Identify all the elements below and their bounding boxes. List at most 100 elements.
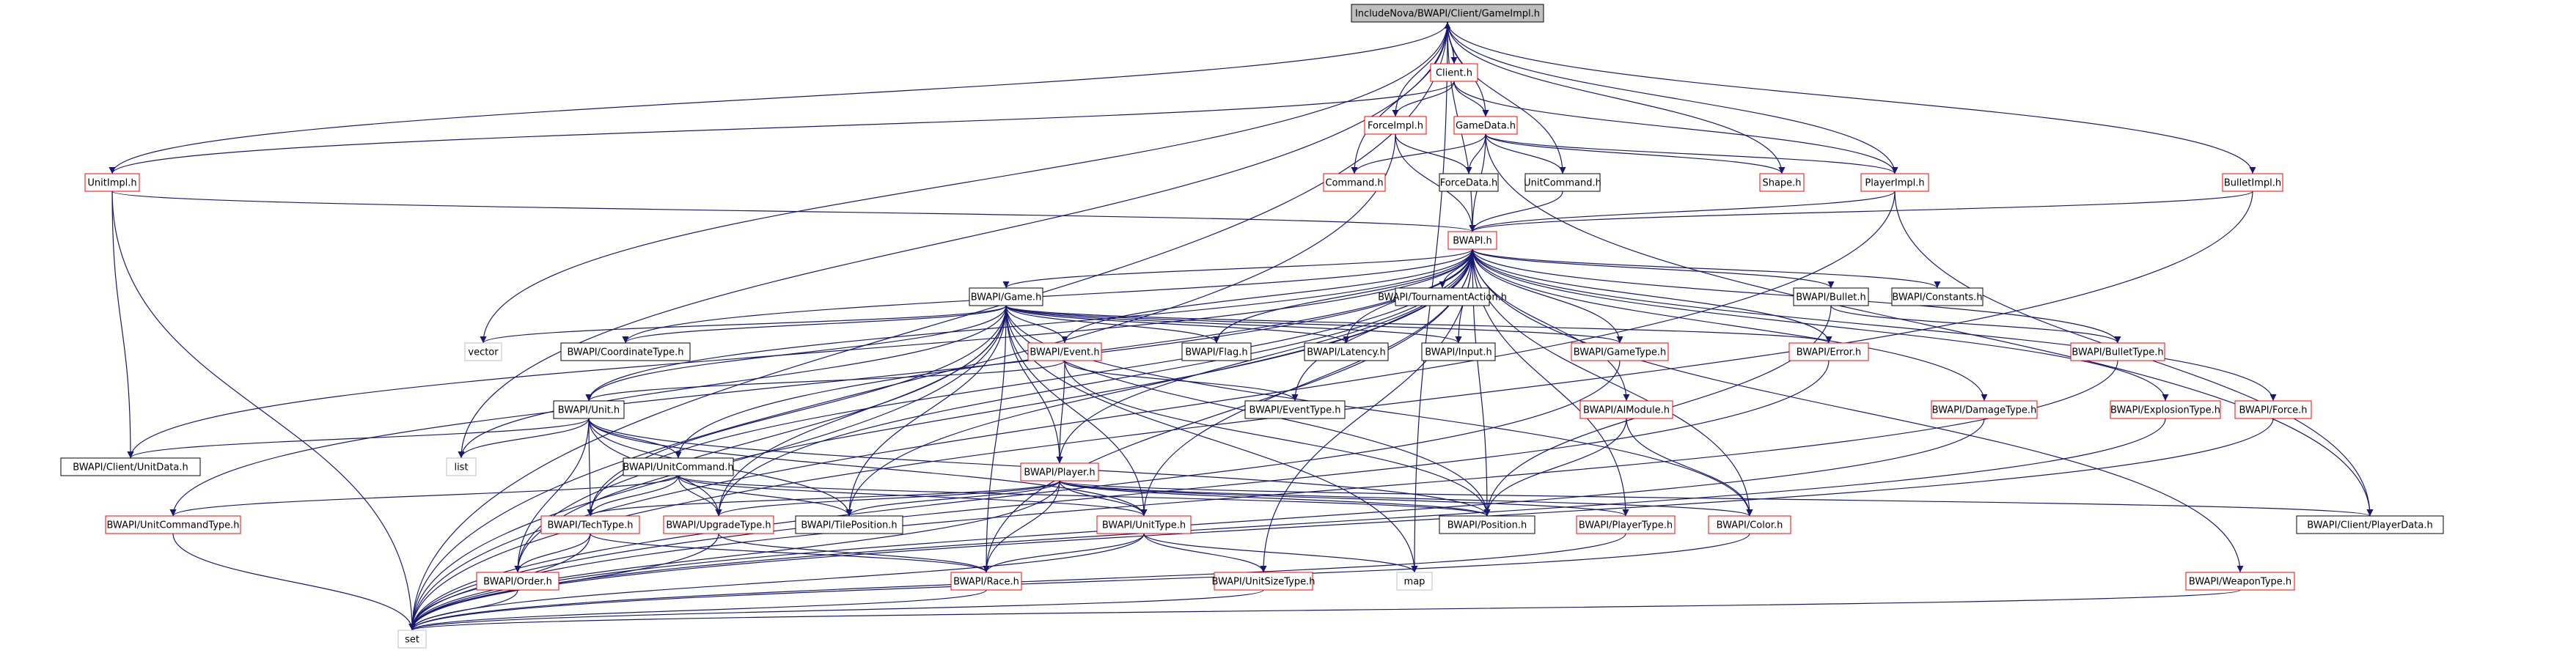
node-bulletimpl[interactable]: BulletImpl.h [2222, 173, 2283, 192]
node-bullettype[interactable]: BWAPI/BulletType.h [2070, 342, 2165, 361]
node-gametype[interactable]: BWAPI/GameType.h [1571, 342, 1669, 361]
edge-color-to-set [408, 533, 1750, 631]
node-unitcommand[interactable]: UnitCommand.h [1524, 173, 1601, 192]
node-unittype[interactable]: BWAPI/UnitType.h [1096, 515, 1192, 534]
node-event[interactable]: BWAPI/Event.h [1027, 342, 1102, 361]
edge-forceimpl-to-bwapi [1395, 133, 1476, 232]
node-client[interactable]: Client.h [1430, 63, 1478, 82]
node-explosiontype[interactable]: BWAPI/ExplosionType.h [2110, 400, 2221, 419]
node-unitimpl-label: UnitImpl.h [87, 178, 136, 189]
node-vector[interactable]: vector [464, 342, 502, 361]
node-bwapi-label: BWAPI.h [1453, 236, 1492, 247]
node-unitsizetype-box [1214, 572, 1313, 591]
node-clientplayerdata[interactable]: BWAPI/Client/PlayerData.h [2296, 515, 2444, 534]
edge-techtype-to-race [590, 533, 990, 573]
node-forcedata[interactable]: ForceData.h [1439, 173, 1499, 192]
node-latency[interactable]: BWAPI/Latency.h [1304, 342, 1389, 361]
node-unittype-box [1096, 515, 1192, 534]
node-game[interactable]: BWAPI/Game.h [969, 287, 1043, 306]
node-playertype[interactable]: BWAPI/PlayerType.h [1576, 515, 1676, 534]
node-aimodule[interactable]: BWAPI/AIModule.h [1579, 400, 1673, 419]
edge-player-to-position [1059, 480, 1491, 517]
node-constants[interactable]: BWAPI/Constants.h [1891, 287, 1984, 306]
node-bwapi[interactable]: BWAPI.h [1447, 231, 1497, 250]
node-client-box [1430, 63, 1478, 82]
node-client-label: Client.h [1436, 68, 1472, 79]
node-unitcommandh[interactable]: BWAPI/UnitCommand.h [623, 457, 734, 476]
node-order[interactable]: BWAPI/Order.h [476, 572, 559, 591]
node-map-label: map [1404, 577, 1425, 588]
edge-client-to-gamedata [1453, 81, 1489, 117]
edge-client-to-root [1444, 21, 1455, 64]
edge-bwapi-to-player [1056, 248, 1473, 464]
node-position[interactable]: BWAPI/Position.h [1439, 515, 1535, 534]
node-flag[interactable]: BWAPI/Flag.h [1181, 342, 1252, 361]
edge-aimodule-to-color [1626, 418, 1753, 517]
node-position-box [1439, 515, 1535, 534]
edge-game-to-unit [585, 305, 1007, 402]
node-unit-label: BWAPI/Unit.h [558, 405, 620, 416]
node-unitimpl[interactable]: UnitImpl.h [84, 173, 140, 192]
node-command-box [1323, 173, 1386, 192]
edge-unitimpl-to-clientunitdata [111, 191, 134, 459]
node-error[interactable]: BWAPI/Error.h [1788, 342, 1869, 361]
edge-game-to-techtype [587, 305, 1007, 517]
node-latency-box [1304, 342, 1389, 361]
node-list[interactable]: list [446, 457, 477, 476]
node-tileposition[interactable]: BWAPI/TilePosition.h [795, 515, 903, 534]
node-playertype-label: BWAPI/PlayerType.h [1579, 520, 1673, 531]
node-race[interactable]: BWAPI/Race.h [950, 572, 1022, 591]
node-list-box [446, 457, 477, 476]
edge-unit-to-order [514, 418, 590, 573]
edge-unit-to-unittype [588, 418, 1148, 517]
node-forceimpl-label: ForceImpl.h [1368, 121, 1423, 132]
node-input-box [1421, 342, 1496, 361]
node-unit[interactable]: BWAPI/Unit.h [553, 400, 625, 419]
node-weapontype[interactable]: BWAPI/WeaponType.h [2185, 572, 2295, 591]
node-damagetype-box [1931, 400, 2038, 419]
node-unitcommandtype[interactable]: BWAPI/UnitCommandType.h [105, 515, 241, 534]
node-techtype[interactable]: BWAPI/TechType.h [540, 515, 640, 534]
node-shape-label: Shape.h [1762, 178, 1801, 189]
node-eventtype[interactable]: BWAPI/EventType.h [1244, 400, 1346, 419]
node-aimodule-label: BWAPI/AIModule.h [1583, 405, 1670, 416]
node-root[interactable]: IncludeNova/BWAPI/Client/GameImpl.h [1351, 4, 1544, 23]
node-tournament[interactable]: BWAPI/TournamentAction.h [1378, 287, 1507, 306]
edge-bwapi-to-unit [585, 248, 1473, 402]
node-force[interactable]: BWAPI/Force.h [2234, 400, 2312, 419]
edge-unitcommand-to-bwapi [1469, 191, 1563, 232]
node-coordtype[interactable]: BWAPI/CoordinateType.h [560, 342, 691, 361]
node-clientunitdata[interactable]: BWAPI/Client/UnitData.h [60, 457, 201, 476]
node-error-label: BWAPI/Error.h [1797, 347, 1861, 358]
node-unitsizetype[interactable]: BWAPI/UnitSizeType.h [1212, 572, 1315, 591]
node-latency-label: BWAPI/Latency.h [1307, 347, 1385, 358]
node-playerimpl-label: PlayerImpl.h [1865, 178, 1924, 189]
node-forceimpl[interactable]: ForceImpl.h [1364, 116, 1427, 135]
node-clientplayerdata-label: BWAPI/Client/PlayerData.h [2307, 520, 2432, 531]
node-gamedata[interactable]: GameData.h [1453, 116, 1518, 135]
node-tournament-box [1395, 287, 1490, 306]
node-command[interactable]: Command.h [1323, 173, 1386, 192]
edge-game-to-unittype [1005, 305, 1148, 517]
node-playerimpl[interactable]: PlayerImpl.h [1860, 173, 1929, 192]
node-coordtype-label: BWAPI/CoordinateType.h [567, 347, 683, 358]
edge-bwapi-to-constants [1472, 248, 1941, 289]
node-set[interactable]: set [397, 630, 427, 649]
node-color-label: BWAPI/Color.h [1717, 520, 1783, 531]
node-color[interactable]: BWAPI/Color.h [1708, 515, 1791, 534]
edge-event-to-unit [585, 360, 1065, 402]
node-shape[interactable]: Shape.h [1759, 173, 1805, 192]
node-techtype-label: BWAPI/TechType.h [548, 520, 634, 531]
node-weapontype-box [2185, 572, 2295, 591]
node-upgradetype[interactable]: BWAPI/UpgradeType.h [663, 515, 774, 534]
edge-player-to-techtype [587, 480, 1060, 517]
node-damagetype[interactable]: BWAPI/DamageType.h [1931, 400, 2038, 419]
node-player[interactable]: BWAPI/Player.h [1020, 462, 1099, 482]
node-bullet-box [1793, 287, 1869, 306]
node-techtype-box [540, 515, 640, 534]
node-map[interactable]: map [1396, 572, 1433, 591]
node-event-box [1027, 342, 1102, 361]
node-unittype-label: BWAPI/UnitType.h [1102, 520, 1186, 531]
node-bullet[interactable]: BWAPI/Bullet.h [1793, 287, 1869, 306]
node-input[interactable]: BWAPI/Input.h [1421, 342, 1496, 361]
